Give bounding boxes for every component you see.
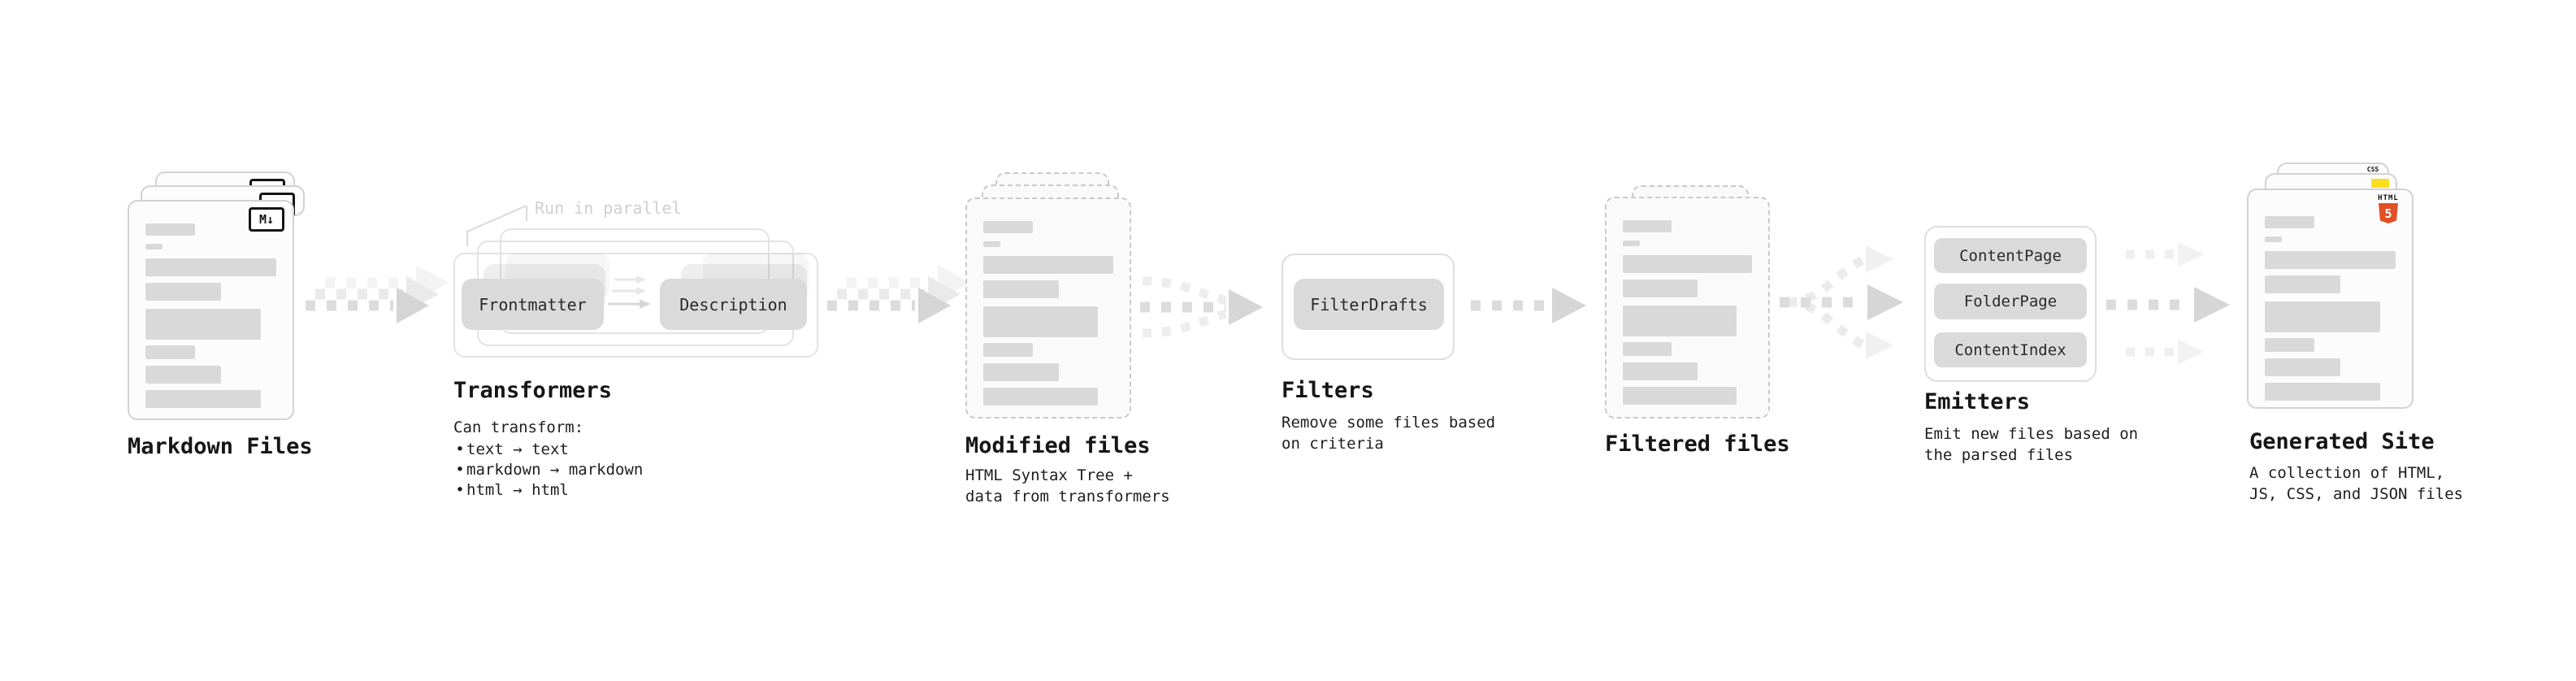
transformers-heading: Can transform:: [453, 419, 584, 436]
emitter-folderpage-pill: FolderPage: [1934, 284, 2087, 319]
stage-title-filtered-files: Filtered files: [1605, 432, 1790, 457]
stage-title-generated-site: Generated Site: [2249, 429, 2435, 454]
html5-icon: HTML 5: [2378, 194, 2399, 223]
document-content-placeholder: [1623, 220, 1752, 405]
transformers-bullet-list: •text → text •markdown → markdown •html …: [453, 440, 643, 501]
flow-arrows-parallel-icon: [2106, 242, 2230, 364]
flow-arrow-merge-icon: [1140, 276, 1263, 338]
flow-arrow-multi-icon: [827, 265, 970, 323]
filters-desc: Remove some files based on criteria: [1281, 414, 1496, 453]
file-card-front: [965, 197, 1131, 419]
stage-title-filters: Filters: [1281, 378, 1374, 403]
emitters-desc: Emit new files based on the parsed files: [1924, 425, 2139, 464]
js-icon: [2371, 179, 2389, 188]
bullet-item: •html → html: [455, 481, 569, 499]
document-content-placeholder: [145, 223, 276, 408]
parallel-frame-front: [453, 253, 818, 358]
filter-drafts-pill: FilterDrafts: [1294, 279, 1444, 330]
stage-title-markdown-files: Markdown Files: [128, 434, 313, 459]
callout-line-icon: [466, 205, 527, 246]
document-content-placeholder: [2265, 216, 2396, 401]
bullet-item: •text → text: [455, 440, 569, 458]
bullet-item: •markdown → markdown: [455, 461, 644, 479]
flow-arrow-icon: [1471, 288, 1586, 323]
stage-title-transformers: Transformers: [453, 378, 613, 403]
file-card-front: M↓: [128, 200, 294, 420]
modified-files-desc: HTML Syntax Tree + data from transformer…: [965, 466, 1170, 505]
markdown-icon: M↓: [249, 207, 284, 232]
transformer-description-pill: Description: [660, 279, 807, 330]
transformer-frontmatter-pill: Frontmatter: [462, 279, 604, 330]
parallel-note: Run in parallel: [535, 198, 682, 218]
stage-title-modified-files: Modified files: [965, 433, 1151, 458]
flow-arrow-multi-icon: [306, 265, 449, 323]
emitter-contentpage-pill: ContentPage: [1934, 238, 2087, 273]
stage-title-emitters: Emitters: [1924, 389, 2031, 414]
file-card-front: [1605, 197, 1770, 419]
flow-arrow-fanout-icon: [1780, 245, 1903, 359]
emitter-contentindex-pill: ContentIndex: [1934, 332, 2087, 367]
parallel-arrows-icon: [608, 275, 651, 309]
document-content-placeholder: [983, 221, 1113, 406]
generated-site-desc: A collection of HTML, JS, CSS, and JSON …: [2249, 464, 2464, 503]
file-card-front: HTML 5: [2247, 189, 2413, 409]
